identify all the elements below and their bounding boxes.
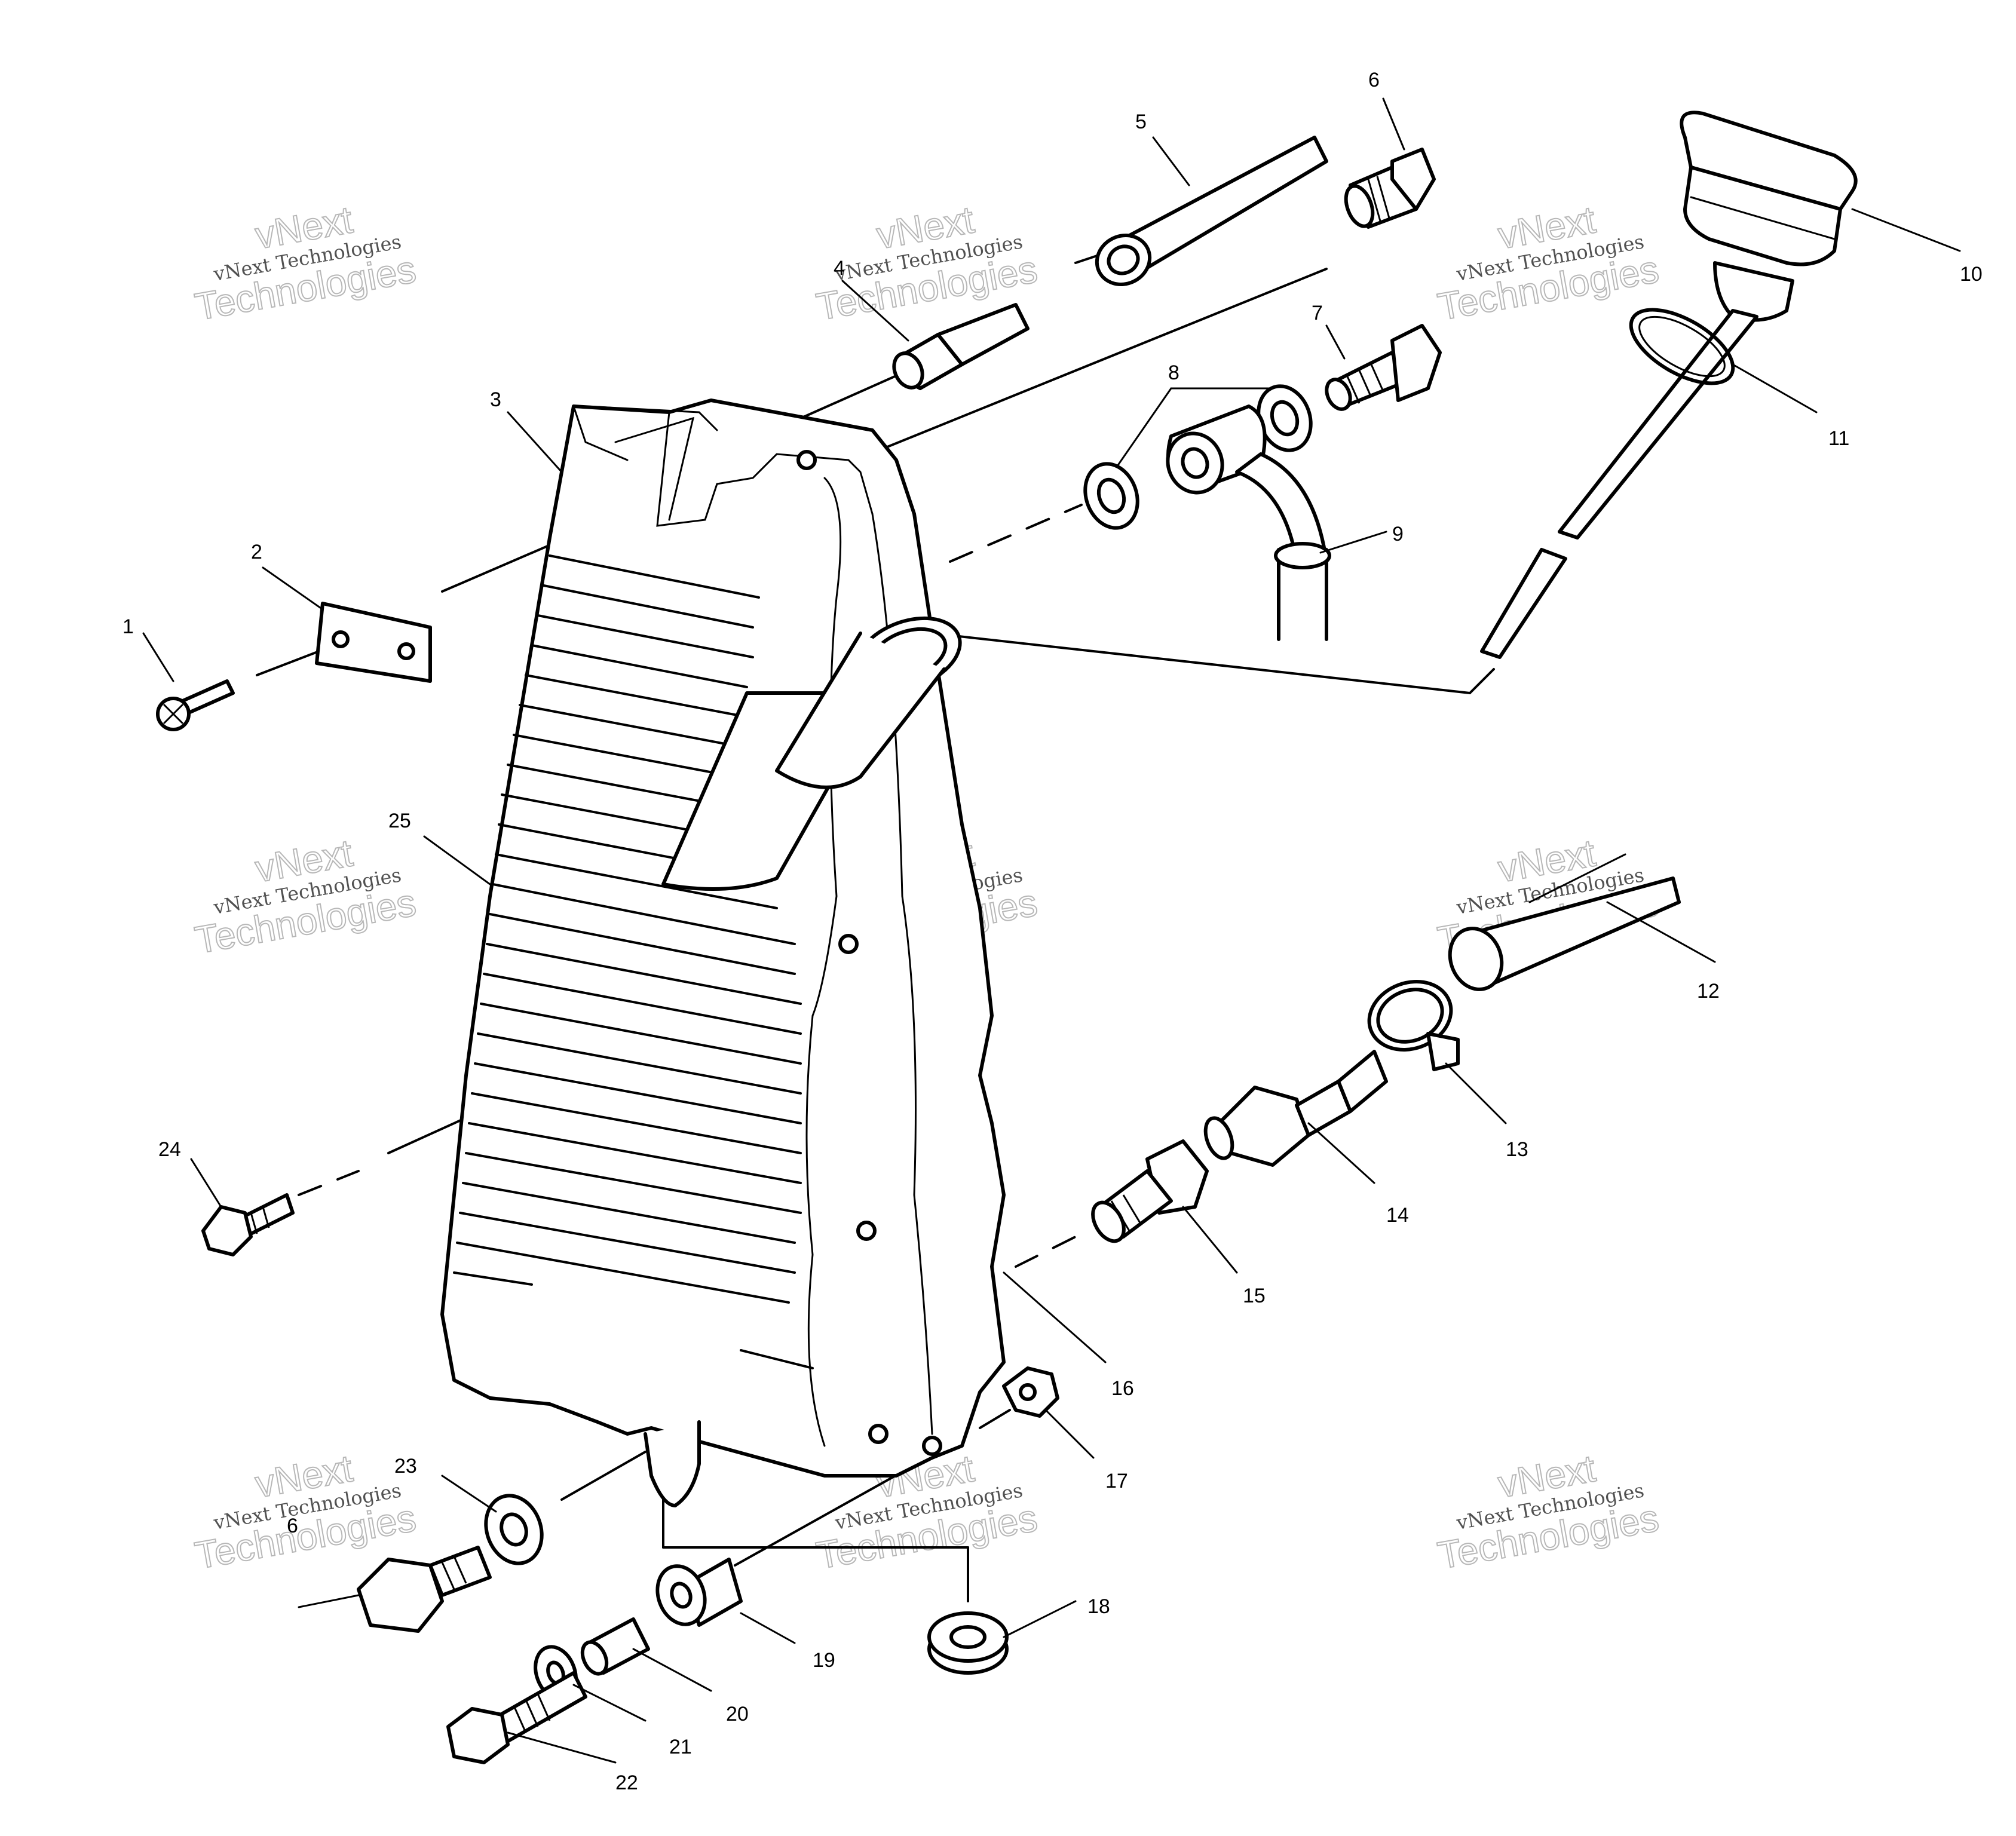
fitting-4[interactable] xyxy=(888,303,1030,392)
callout-9: 9 xyxy=(1392,523,1404,545)
callout-17: 17 xyxy=(1105,1470,1128,1492)
hose-12[interactable] xyxy=(1442,853,1681,997)
callout-18: 18 xyxy=(1087,1595,1110,1618)
callout-21: 21 xyxy=(669,1736,692,1758)
watermark-mid-left: vNext vNext Technologies Technologies xyxy=(191,830,419,963)
banjo-fitting-9[interactable] xyxy=(1160,404,1331,641)
callout-8: 8 xyxy=(1168,361,1179,384)
callout-6: 6 xyxy=(1368,69,1380,91)
fitting-6-top[interactable] xyxy=(1341,148,1436,230)
callout-14: 14 xyxy=(1386,1204,1409,1227)
washer-8a[interactable] xyxy=(1077,456,1147,535)
oil-tank[interactable] xyxy=(440,399,1006,1478)
callout-19: 19 xyxy=(813,1649,835,1672)
callout-4: 4 xyxy=(834,257,845,280)
leader-lines xyxy=(142,97,1961,1764)
watermark-top-center: vNext vNext Technologies Technologies xyxy=(813,197,1041,329)
drain-plug-6[interactable] xyxy=(357,1546,492,1633)
callout-2: 2 xyxy=(251,541,262,563)
callout-11: 11 xyxy=(1828,427,1849,450)
callout-25: 25 xyxy=(388,810,411,832)
watermark-bottom-left: vNext vNext Technologies Technologies xyxy=(191,1446,419,1578)
bolt-7[interactable] xyxy=(1322,324,1442,413)
callout-16: 16 xyxy=(1111,1377,1134,1400)
o-ring-11[interactable] xyxy=(1619,295,1745,399)
callout-3: 3 xyxy=(490,388,501,411)
callout-10: 10 xyxy=(1960,263,1983,286)
callout-6-lower: 6 xyxy=(287,1515,298,1537)
callout-15: 15 xyxy=(1243,1285,1266,1307)
grommet-19[interactable] xyxy=(649,1558,743,1631)
callout-5: 5 xyxy=(1135,111,1147,133)
callout-7: 7 xyxy=(1312,302,1323,324)
drain-boss xyxy=(644,1420,701,1507)
fitting-14[interactable] xyxy=(1200,1050,1388,1167)
washer-23[interactable] xyxy=(477,1488,551,1571)
washer-8b[interactable] xyxy=(1250,379,1320,458)
bracket[interactable] xyxy=(572,405,718,431)
callout-1: 1 xyxy=(122,615,134,638)
callout-20: 20 xyxy=(726,1703,749,1725)
callout-12: 12 xyxy=(1697,980,1720,1003)
watermark-bottom-right: vNext vNext Technologies Technologies xyxy=(1434,1446,1662,1578)
bolt-22[interactable] xyxy=(446,1671,587,1764)
nut-17[interactable] xyxy=(1002,1366,1059,1418)
watermark-top-right: vNext vNext Technologies Technologies xyxy=(1434,197,1662,329)
dipstick-rod[interactable] xyxy=(1480,309,1758,659)
retainer-plate[interactable] xyxy=(315,602,432,683)
filler-neck[interactable] xyxy=(661,605,970,891)
watermark-top-left: vNext vNext Technologies Technologies xyxy=(191,197,419,329)
callout-labels: 1 2 3 4 5 6 7 8 9 10 11 12 13 14 15 16 1… xyxy=(122,69,1983,1794)
callout-23: 23 xyxy=(394,1455,417,1478)
sender-15[interactable] xyxy=(1086,1139,1209,1246)
hose-5[interactable] xyxy=(1089,136,1328,293)
screw-1[interactable] xyxy=(156,679,235,731)
spacer-20[interactable] xyxy=(578,1617,650,1678)
clamp-13[interactable] xyxy=(1359,970,1460,1071)
callout-13: 13 xyxy=(1506,1138,1528,1161)
callout-24: 24 xyxy=(158,1138,181,1161)
grommet-18[interactable] xyxy=(927,1611,1009,1675)
dipstick-cap-10[interactable] xyxy=(1680,111,1858,322)
callout-22: 22 xyxy=(615,1771,638,1794)
bolt-24[interactable] xyxy=(201,1193,295,1256)
